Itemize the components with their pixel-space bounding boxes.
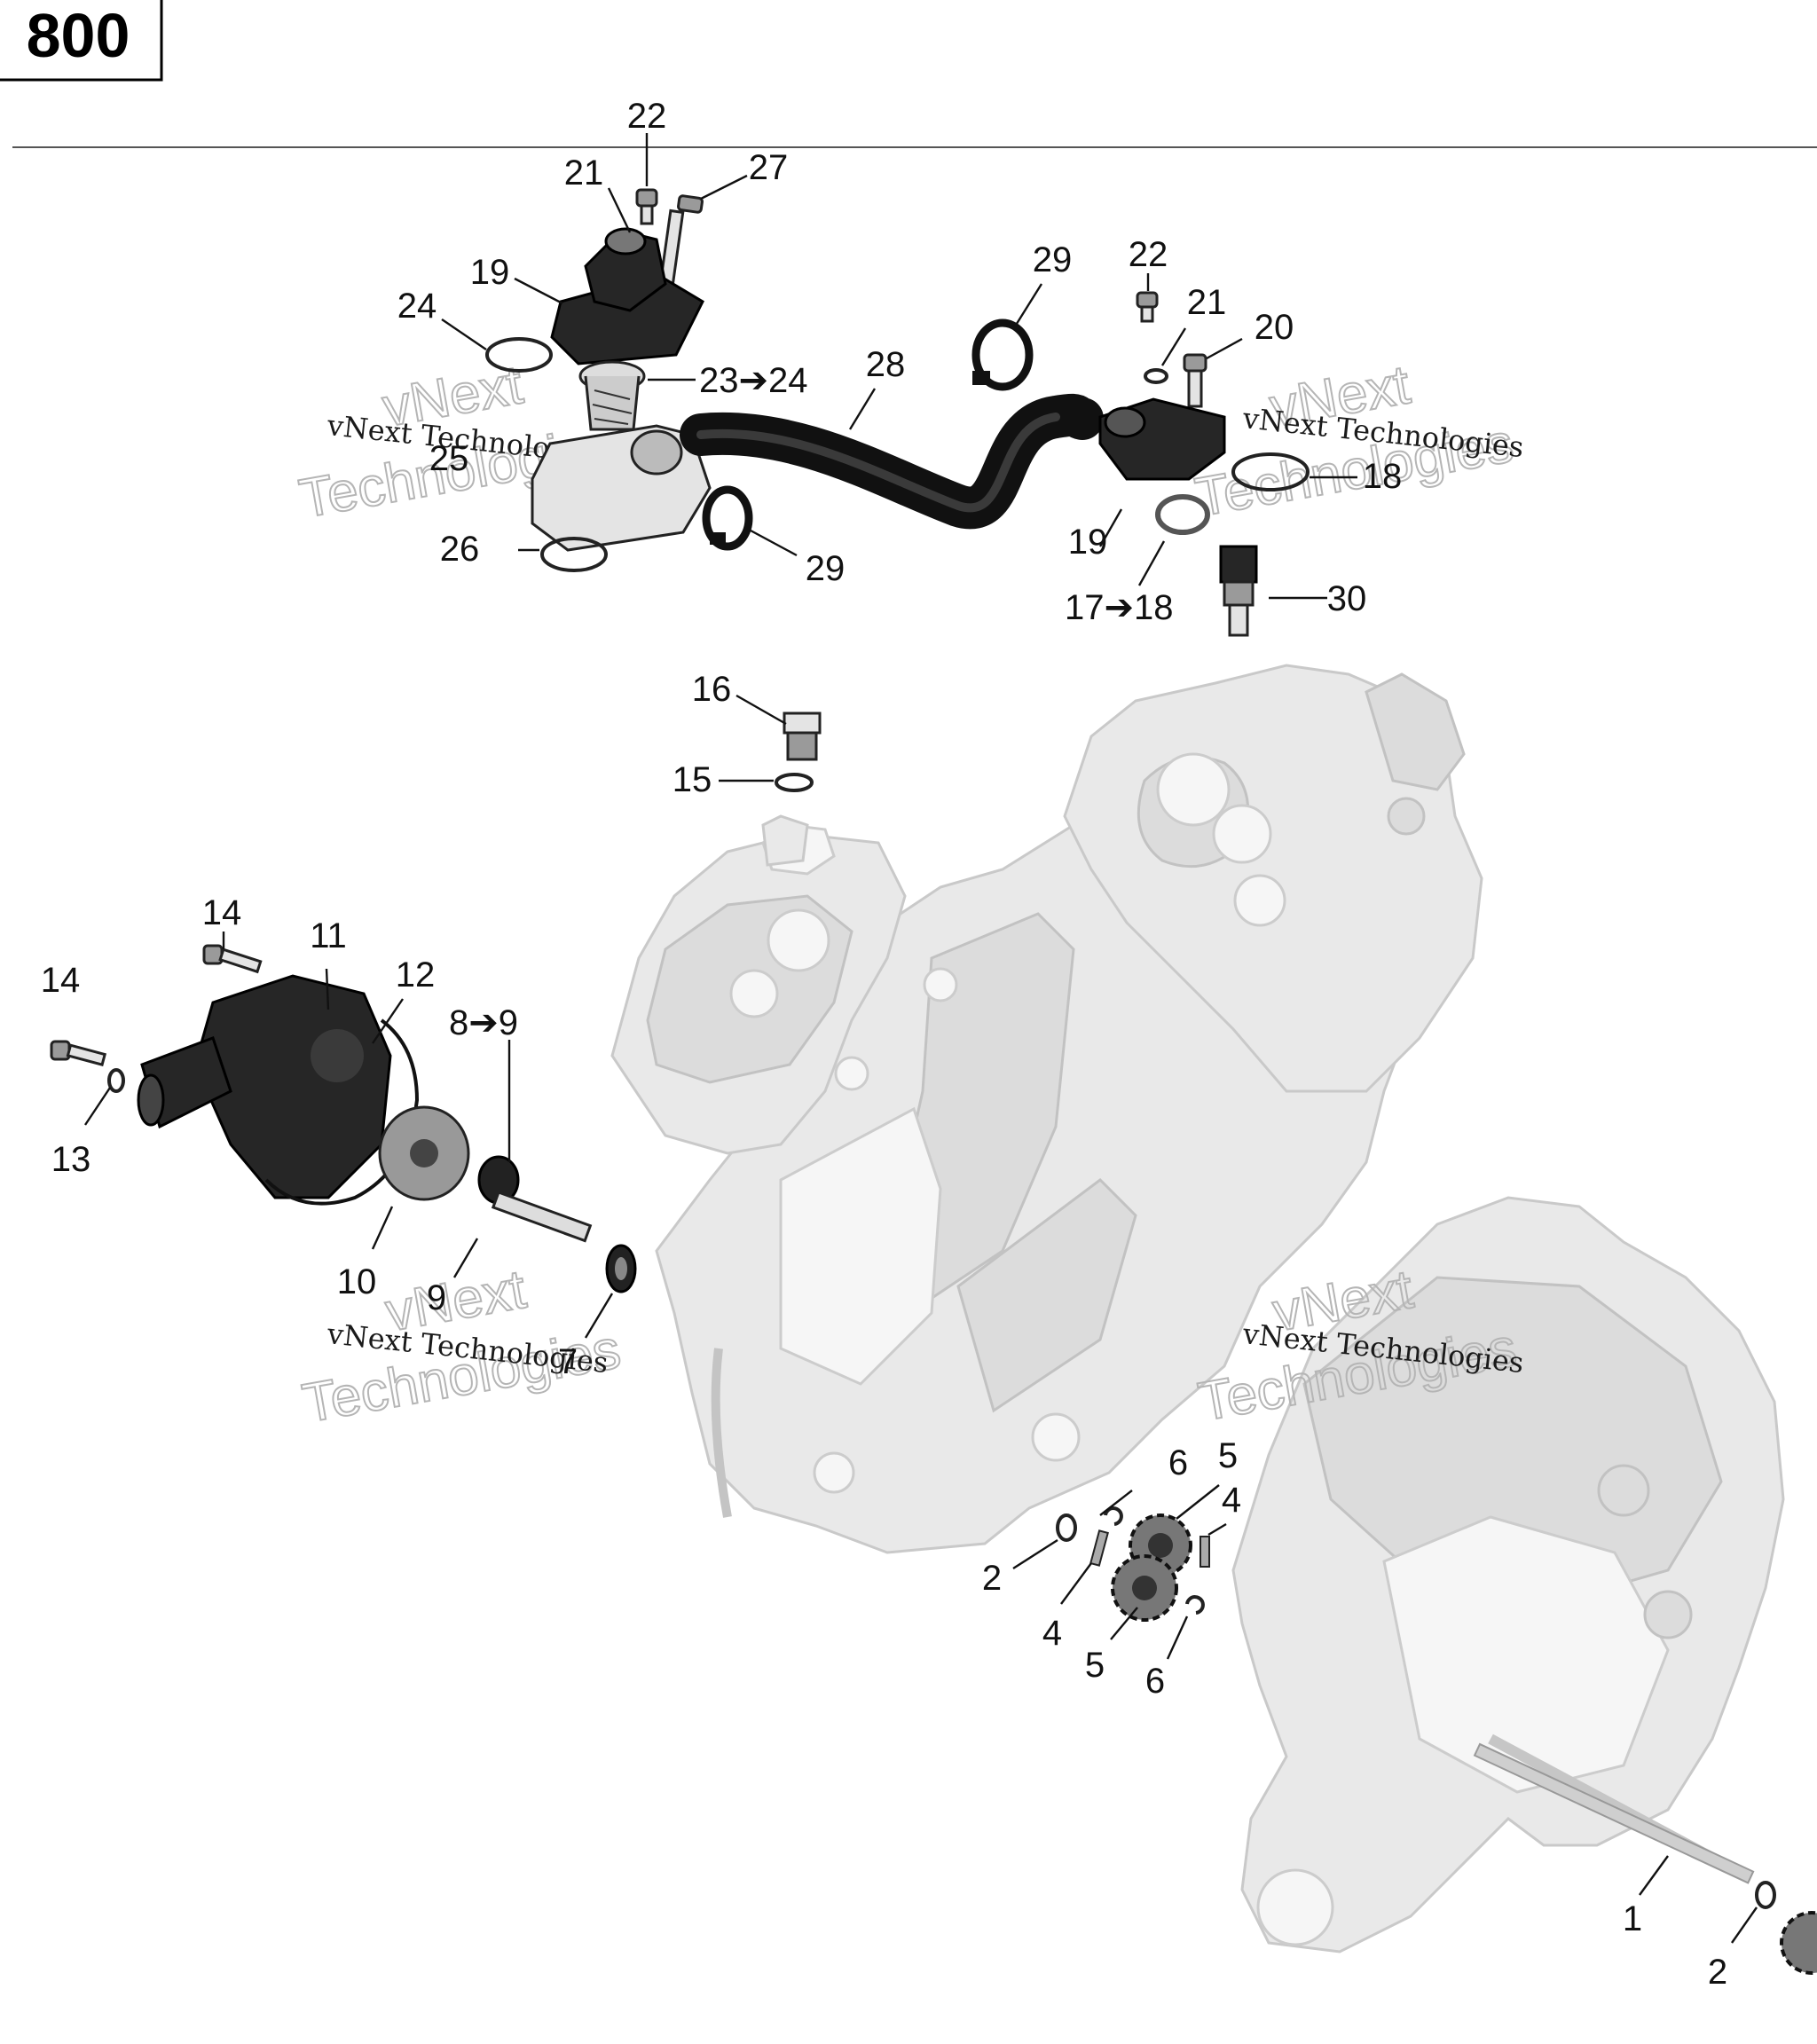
thermostat-cover-25: [531, 424, 712, 552]
callout-18: 18: [1363, 457, 1403, 496]
callout-23: 23➔24: [699, 361, 808, 400]
callout-5: 5: [1218, 1436, 1238, 1475]
callout-22: 22: [627, 97, 667, 136]
callout-8: 8➔9: [449, 1003, 518, 1042]
washer-2-center: [1056, 1513, 1077, 1542]
o-ring-26: [540, 537, 608, 572]
page-number-box: 800: [0, 0, 163, 82]
page-number: 800: [27, 1, 130, 70]
callout-4: 4: [1042, 1614, 1062, 1653]
callout-14: 14: [41, 961, 81, 1000]
o-ring-18: [1231, 452, 1310, 491]
oil-seal-7: [605, 1244, 637, 1293]
callout-5: 5: [1085, 1646, 1105, 1685]
callout-30: 30: [1327, 579, 1367, 618]
o-ring-24: [485, 337, 553, 373]
circlip-6-top: [1104, 1506, 1123, 1526]
washer-21-right: [1144, 368, 1168, 384]
hose-clamp-29-bottom: [702, 485, 753, 551]
callout-29: 29: [1033, 240, 1073, 279]
sealing-ring-15: [775, 773, 814, 792]
o-ring-13: [107, 1068, 125, 1093]
callout-15: 15: [673, 760, 712, 799]
leader-lines: [84, 133, 1758, 1944]
hose-clamp-29-top: [971, 318, 1034, 391]
callout-21: 21: [564, 153, 604, 193]
callout-14: 14: [202, 893, 242, 932]
thermostat-23: [578, 360, 646, 431]
gear-lower-partial: [1780, 1911, 1817, 1975]
callout-29: 29: [806, 549, 846, 588]
callout-7: 7: [558, 1342, 578, 1381]
callout-19: 19: [1068, 523, 1108, 562]
washer-2-lower: [1755, 1881, 1776, 1909]
callout-1: 1: [1623, 1899, 1642, 1938]
gasket-17: [1155, 494, 1210, 535]
callout-27: 27: [749, 148, 789, 187]
gear-5-rear: [1111, 1554, 1178, 1622]
pump-shaft-9: [477, 1155, 593, 1243]
callout-22: 22: [1129, 235, 1168, 274]
callout-10: 10: [337, 1262, 377, 1301]
callout-4: 4: [1222, 1481, 1241, 1520]
callout-28: 28: [866, 345, 906, 384]
callout-16: 16: [692, 670, 732, 709]
thermostat-housing-19-left: [550, 227, 704, 366]
bolt-22-right: [1136, 291, 1159, 323]
callouts: 22 21 27 19 24 23➔24 25 26 28 29 29 22 2…: [41, 97, 1727, 1992]
callout-6: 6: [1145, 1662, 1165, 1701]
callout-24: 24: [397, 287, 437, 326]
callout-9: 9: [427, 1278, 446, 1317]
callout-19: 19: [470, 253, 510, 292]
callout-2: 2: [1708, 1953, 1727, 1992]
pin-4-center: [1089, 1529, 1109, 1567]
callout-17: 17➔18: [1065, 588, 1174, 627]
lower-crankcase-ghost: [1231, 1196, 1785, 1954]
circlip-6-bottom: [1185, 1595, 1205, 1615]
temperature-sensor-30: [1219, 545, 1258, 637]
shaft-1: [1473, 1742, 1755, 1884]
callout-26: 26: [440, 530, 480, 569]
callout-25: 25: [429, 439, 469, 478]
drain-plug-16: [783, 711, 822, 761]
bolt-14-top: [202, 944, 263, 974]
outlet-housing-19-right: [1098, 397, 1226, 481]
engine-crankcase-ghost: [610, 664, 1483, 1554]
callout-21: 21: [1187, 283, 1227, 322]
callout-13: 13: [51, 1140, 91, 1179]
callout-20: 20: [1255, 308, 1294, 347]
bolt-14-left: [50, 1040, 107, 1066]
bolt-20: [1183, 353, 1207, 408]
callout-12: 12: [396, 955, 436, 994]
bolt-22-left: [635, 188, 658, 225]
callout-11: 11: [310, 916, 347, 955]
impeller-10: [378, 1105, 470, 1201]
water-pump-cover-11: [137, 974, 392, 1199]
pin-4-right: [1200, 1536, 1210, 1568]
callout-2: 2: [982, 1559, 1002, 1598]
callout-6: 6: [1168, 1443, 1188, 1482]
